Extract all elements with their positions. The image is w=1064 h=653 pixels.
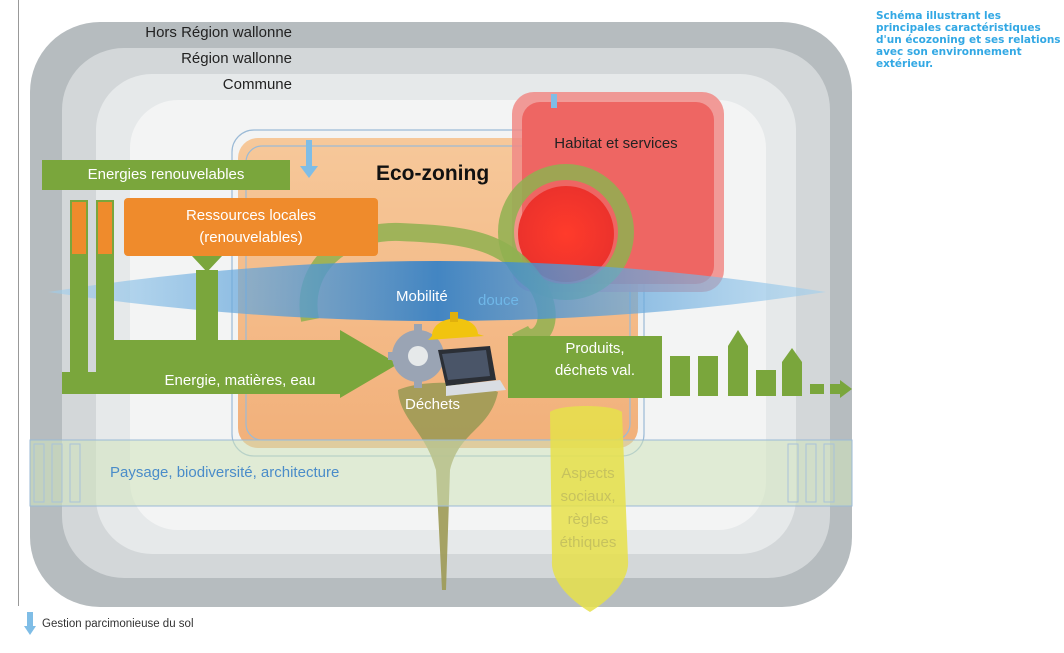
paysage-pillars <box>33 443 835 503</box>
produits-label-line1: Produits, <box>565 340 625 357</box>
aspects-label-line3: règles <box>567 511 609 528</box>
produits-label: Produits, déchets val. <box>528 338 662 382</box>
output-dash-2 <box>830 384 840 394</box>
output-bar-1 <box>670 356 690 396</box>
legend-label: Gestion parcimonieuse du sol <box>42 618 194 630</box>
aspects-label-line4: éthiques <box>559 534 617 551</box>
aspects-label-line2: sociaux, <box>560 488 616 505</box>
habitat-circle <box>518 186 614 282</box>
ressources-label-line1: Ressources locales <box>185 207 317 224</box>
energies-box <box>42 160 290 190</box>
land-arrow-2 <box>551 94 557 108</box>
habitat-label: Habitat et services <box>554 135 678 152</box>
paysage-band <box>30 440 852 506</box>
output-bar-4 <box>756 370 776 396</box>
produits-flow <box>508 336 662 398</box>
legend: Gestion parcimonieuse du sol <box>24 612 194 636</box>
output-bar-3-tip <box>728 330 748 346</box>
ressource-bar-1 <box>72 202 86 254</box>
output-bar-3 <box>728 346 748 396</box>
energies-label: Energies renouvelables <box>87 166 245 183</box>
land-arrow-1-head <box>300 166 318 178</box>
mobilite-label: Mobilité <box>396 288 448 305</box>
figure-caption: Schéma illustrant les principales caract… <box>876 10 1061 70</box>
left-margin-line <box>18 0 19 606</box>
output-bar-2 <box>698 356 718 396</box>
mobility-lens <box>48 261 826 321</box>
ressources-pipe <box>196 270 218 340</box>
energie-flow-arrow <box>62 330 398 398</box>
land-arrow-1 <box>306 140 312 168</box>
energie-matieres-label: Energie, matières, eau <box>164 372 316 389</box>
paysage-label: Paysage, biodiversité, architecture <box>110 464 340 481</box>
output-bar-5-tip <box>782 348 802 362</box>
down-arrow-icon <box>24 612 36 635</box>
ressources-label-line2: (renouvelables) <box>199 229 303 246</box>
aspects-label: Aspects sociaux, règles éthiques <box>540 462 636 554</box>
dechets-label: Déchets <box>405 396 461 413</box>
eco-zoning-title: Eco-zoning <box>376 162 490 185</box>
zone-region-label: Région wallonne <box>181 50 292 67</box>
aspects-sociaux-shape <box>550 406 629 612</box>
material-cycle-loop <box>299 222 556 347</box>
ressource-bar-2 <box>98 202 112 254</box>
aspects-label-line1: Aspects <box>561 465 615 482</box>
ressources-box <box>124 198 378 256</box>
ressources-label: Ressources locales (renouvelables) <box>124 205 378 249</box>
paysage-band-border <box>29 439 853 507</box>
zone-commune-label: Commune <box>222 76 292 93</box>
industry-icon <box>388 312 506 396</box>
zone-outer-label: Hors Région wallonne <box>145 24 292 41</box>
output-bar-5 <box>782 362 802 396</box>
ressources-down-arrow <box>192 256 222 272</box>
mobilite-douce-label: douce <box>478 292 519 309</box>
output-arrow-head <box>840 380 852 398</box>
output-dash-1 <box>810 384 824 394</box>
produits-label-line2: déchets val. <box>554 362 636 379</box>
